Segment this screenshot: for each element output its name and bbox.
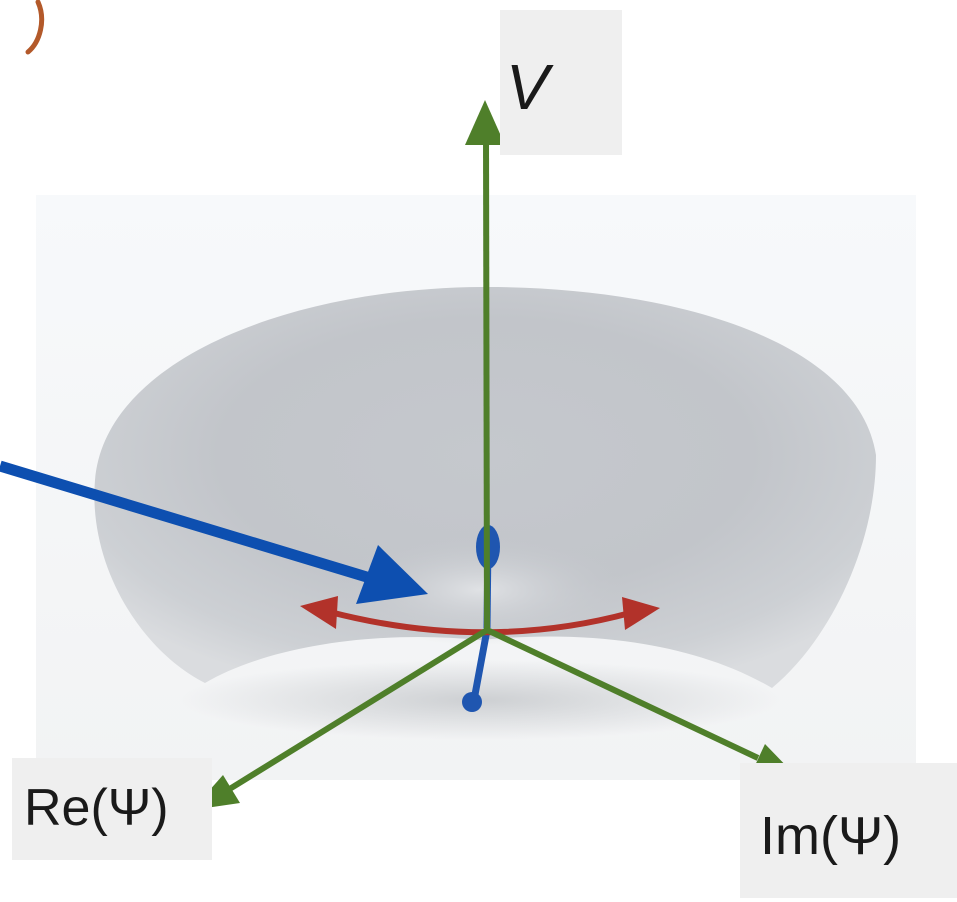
v-axis-line: [486, 135, 487, 630]
corner-bracket: [28, 2, 42, 52]
im-axis-label: Im(Ψ): [740, 763, 957, 898]
v-axis-arrowhead: [465, 100, 505, 145]
fluctuation-lower-bulb: [462, 692, 482, 712]
re-axis-label: Re(Ψ): [12, 758, 212, 860]
v-axis-label: V: [500, 10, 622, 155]
